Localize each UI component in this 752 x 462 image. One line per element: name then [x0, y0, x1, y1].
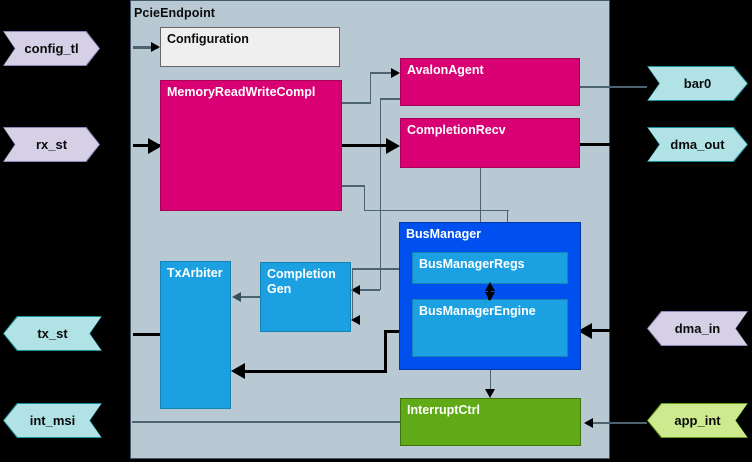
block-memory-read-write-compl[interactable]: MemoryReadWriteCompl	[160, 80, 342, 211]
port-rx-st[interactable]: rx_st	[3, 127, 100, 162]
port-app-int[interactable]: app_int	[647, 403, 748, 438]
line-mrwc-completionrecv	[342, 144, 392, 147]
port-bar0-label: bar0	[683, 76, 712, 91]
line-busmgrregs-left-v	[351, 268, 353, 320]
port-rx-st-label: rx_st	[35, 137, 68, 152]
line-avalon-to-completiongen-h	[360, 289, 380, 291]
line-busmgrengine-tx-h2	[245, 370, 387, 373]
line-mrwc-avalon-h2	[369, 72, 394, 74]
port-config-tl-label: config_tl	[24, 41, 79, 56]
block-bus-manager-engine[interactable]: BusManagerEngine	[412, 299, 568, 357]
arrow-completionrecv-in	[386, 138, 400, 154]
block-avalon-agent[interactable]: AvalonAgent	[400, 58, 580, 106]
port-config-tl[interactable]: config_tl	[3, 31, 100, 66]
arrow-interruptctrl-in-top	[485, 389, 495, 398]
line-dmain-busmgrengine	[592, 329, 647, 332]
line-completionrecv-busmgrregs-v	[479, 168, 481, 228]
arrow-regs-engine-down	[484, 292, 495, 301]
port-dma-in[interactable]: dma_in	[647, 311, 748, 346]
arrow-regs-engine-up	[484, 282, 495, 291]
line-interruptctrl-intmsi	[132, 421, 400, 423]
port-dma-out[interactable]: dma_out	[647, 127, 748, 162]
arrow-interruptctrl-in-right	[584, 418, 593, 428]
arrow-config-tl	[151, 42, 160, 52]
line-mrwc-busmgr-h1	[342, 185, 365, 187]
line-busmgrregs-left-h	[352, 268, 412, 270]
line-appint-interruptctrl	[593, 422, 647, 424]
line-avalon-bar0	[580, 86, 647, 88]
completion-recv-label: CompletionRecv	[407, 123, 506, 137]
arrow-busmgrengine-in-right	[578, 323, 592, 339]
block-completion-recv[interactable]: CompletionRecv	[400, 118, 580, 168]
block-completion-gen[interactable]: Completion Gen	[260, 262, 351, 332]
bus-manager-label: BusManager	[406, 227, 482, 241]
port-int-msi-label: int_msi	[29, 413, 76, 428]
line-completionrecv-dmaout	[580, 143, 647, 146]
line-completiongen-txarbiter	[241, 296, 261, 298]
tx-arbiter-label: TxArbiter	[167, 266, 223, 280]
avalon-agent-label: AvalonAgent	[407, 63, 484, 77]
arrow-txarbiter-in-bottom	[231, 363, 245, 379]
port-dma-in-label: dma_in	[674, 321, 721, 336]
arrow-avalon-in	[391, 68, 400, 78]
bus-manager-regs-label: BusManagerRegs	[419, 257, 525, 271]
bus-manager-engine-label: BusManagerEngine	[419, 304, 536, 318]
arrow-rx-st	[148, 138, 162, 154]
line-busmgrengine-tx-v	[384, 330, 387, 372]
port-int-msi[interactable]: int_msi	[3, 403, 102, 438]
port-app-int-label: app_int	[674, 413, 721, 428]
line-mrwc-busmgr-v	[363, 185, 365, 211]
port-dma-out-label: dma_out	[670, 137, 725, 152]
line-avalon-left-stub	[380, 98, 400, 100]
line-mrwc-avalon-h1	[342, 102, 371, 104]
port-tx-st-label: tx_st	[37, 326, 68, 341]
line-txarbiter-txst	[133, 333, 161, 336]
arrow-txarbiter-in-top	[232, 292, 241, 302]
interrupt-ctrl-label: InterruptCtrl	[407, 403, 480, 417]
line-busmanager-interruptctrl	[489, 370, 491, 392]
line-mrwc-avalon-v	[369, 72, 371, 103]
port-bar0[interactable]: bar0	[647, 66, 748, 101]
configuration-label: Configuration	[167, 32, 249, 46]
block-interrupt-ctrl[interactable]: InterruptCtrl	[400, 398, 581, 446]
line-mrwc-busmgr-h2	[363, 209, 509, 211]
pcie-endpoint-title: PcieEndpoint	[134, 6, 216, 20]
memory-read-write-compl-label: MemoryReadWriteCompl	[167, 85, 316, 99]
block-bus-manager-regs[interactable]: BusManagerRegs	[412, 252, 568, 284]
arrow-completiongen-in-top	[351, 285, 360, 295]
port-tx-st[interactable]: tx_st	[3, 316, 102, 351]
completion-gen-label: Completion Gen	[267, 267, 336, 296]
line-avalon-to-completiongen-v	[379, 98, 381, 290]
block-configuration[interactable]: Configuration	[160, 27, 340, 67]
block-tx-arbiter[interactable]: TxArbiter	[160, 261, 231, 409]
arrow-completiongen-in-bottom	[351, 315, 360, 325]
line-config-tl	[133, 46, 158, 49]
